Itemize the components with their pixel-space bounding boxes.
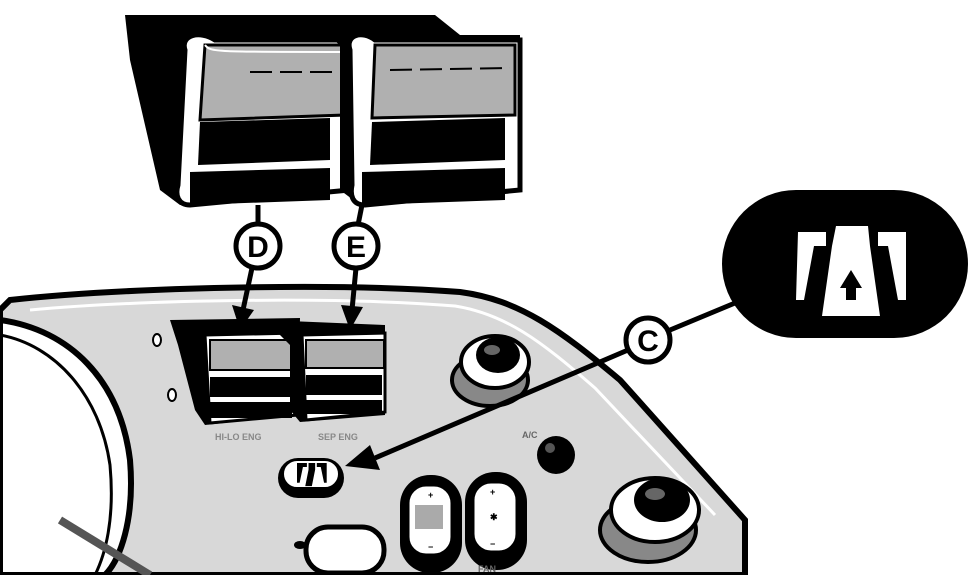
- switch-e-enlarged: [300, 15, 523, 208]
- arrowhead-e: [341, 305, 363, 330]
- switch-d-installed: HI-LO ENG: [170, 318, 300, 442]
- road-ahead-icon: [796, 226, 906, 316]
- callout-d-label: D: [247, 231, 269, 264]
- arrowhead-c: [345, 445, 380, 470]
- inset-symbol-callout: [722, 190, 968, 338]
- rocker-left: + −: [400, 475, 462, 573]
- callout-e-label: E: [346, 231, 366, 264]
- callout-e: E: [331, 221, 381, 271]
- switch-e-installed: SEP ENG: [265, 320, 387, 442]
- road-ahead-button: [278, 458, 344, 498]
- rocker-right-label: FAN: [478, 564, 496, 574]
- callout-d: D: [233, 221, 283, 271]
- rocker-right: ✱ + − FAN: [465, 472, 527, 574]
- leader-d-arrow: [240, 267, 255, 311]
- leader-e-arrow: [349, 267, 359, 311]
- switch-e-panel-label: SEP ENG: [318, 432, 358, 442]
- knob-label: A/C: [522, 430, 538, 440]
- upper-knob: A/C: [450, 334, 538, 440]
- lower-knob: [598, 476, 701, 564]
- arrowhead-d: [232, 305, 254, 330]
- svg-text:+: +: [428, 490, 433, 500]
- switch-d-enlarged: [125, 15, 353, 208]
- leader-c-top: [669, 300, 736, 333]
- callout-c: C: [623, 315, 673, 365]
- road-ahead-icon-small: [297, 463, 327, 487]
- svg-text:−: −: [428, 542, 433, 552]
- svg-text:−: −: [490, 539, 495, 549]
- svg-text:+: +: [490, 487, 495, 497]
- svg-text:✱: ✱: [490, 512, 498, 522]
- switch-d-panel-label: HI-LO ENG: [215, 432, 262, 442]
- small-round-button: [537, 436, 575, 474]
- callout-c-label: C: [637, 325, 659, 358]
- leader-c-arrow: [374, 347, 629, 461]
